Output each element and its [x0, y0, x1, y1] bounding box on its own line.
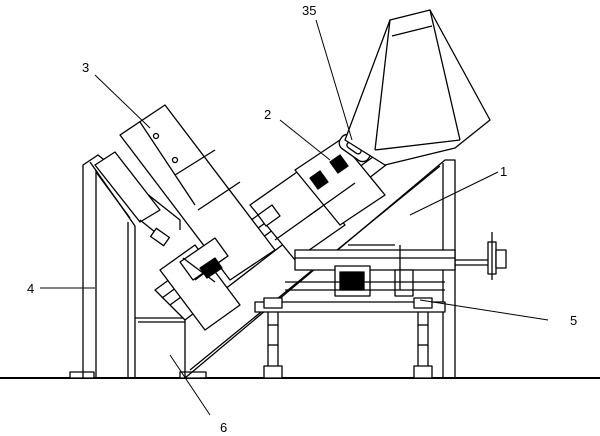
support-table — [254, 297, 446, 379]
leader-3 — [94, 74, 151, 129]
base-block — [135, 317, 186, 378]
left-support-frame — [82, 154, 181, 378]
label-2: 2 — [264, 107, 271, 122]
label-35: 35 — [302, 3, 316, 18]
label-3: 3 — [82, 60, 89, 75]
left-arm — [94, 151, 171, 247]
label-4: 4 — [27, 281, 34, 296]
leader-6 — [169, 354, 211, 416]
coupling-blocks — [159, 237, 241, 331]
carriage-assembly — [249, 139, 386, 261]
motor-unit — [119, 104, 276, 281]
label-5: 5 — [570, 313, 577, 328]
leader-2 — [279, 119, 331, 161]
label-1: 1 — [500, 164, 507, 179]
drive-actuator — [285, 232, 507, 297]
label-6: 6 — [220, 420, 227, 435]
foot-pad-left — [69, 371, 95, 379]
leader-1 — [409, 171, 499, 216]
hopper — [344, 9, 491, 166]
leader-35 — [315, 19, 353, 141]
leader-5 — [419, 299, 549, 321]
